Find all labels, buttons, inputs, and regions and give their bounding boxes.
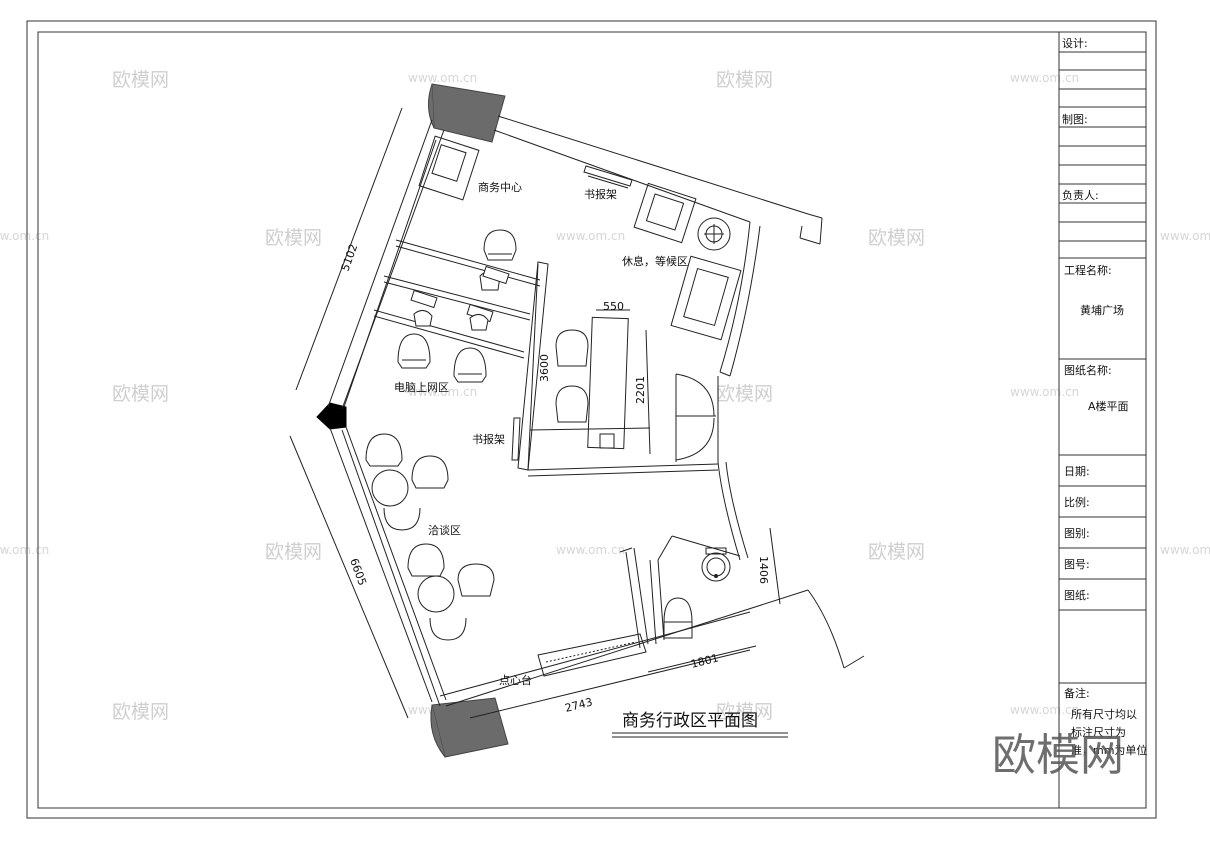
scale-label: 比例: bbox=[1064, 495, 1090, 509]
dimension-1406: 1406 bbox=[757, 556, 770, 584]
column-bottom bbox=[431, 697, 509, 758]
label-negotiation-area: 洽谈区 bbox=[428, 524, 461, 537]
label-newspaper-rack-mid: 书报架 bbox=[472, 432, 505, 446]
dimension-lines bbox=[289, 107, 781, 719]
remarks-line-1: 所有尺寸均以 bbox=[1071, 707, 1137, 721]
watermark-url: www.om.cn bbox=[556, 543, 625, 557]
design-label: 设计: bbox=[1062, 37, 1088, 50]
outer-frame bbox=[26, 20, 1157, 819]
inner-frame bbox=[37, 31, 1147, 809]
dimension-1801: 1801 bbox=[690, 652, 720, 671]
remarks-line-3: 准，mm为单位 bbox=[1071, 743, 1147, 757]
date-label: 日期: bbox=[1064, 465, 1090, 478]
watermark-logo: 欧模网 bbox=[112, 383, 169, 405]
label-rest-waiting-area: 休息，等候区 bbox=[622, 254, 688, 268]
watermark-logo: 欧模网 bbox=[265, 541, 322, 563]
project-name-value: 黄埔广场 bbox=[1080, 303, 1124, 317]
column-corner bbox=[316, 402, 347, 430]
drawing-name-value: A楼平面 bbox=[1088, 399, 1129, 413]
watermark-url: www.om.cn bbox=[1160, 229, 1210, 243]
watermark-url: www.om.cn bbox=[1010, 703, 1079, 717]
responsible-label: 负责人: bbox=[1062, 188, 1099, 202]
watermark-url: www.om.cn bbox=[556, 229, 625, 243]
title-block bbox=[1058, 32, 1146, 808]
watermark-logo: 欧模网 bbox=[716, 701, 773, 723]
paper-label: 图纸: bbox=[1064, 589, 1090, 602]
watermark-logo: 欧模网 bbox=[716, 69, 773, 91]
column-top bbox=[431, 83, 506, 143]
label-internet-area: 电脑上网区 bbox=[394, 381, 449, 394]
watermark-logo: 欧模网 bbox=[868, 227, 925, 249]
drawing-title: 商务行政区平面图 bbox=[622, 711, 758, 731]
watermark-logo: 欧模网 bbox=[112, 69, 169, 91]
watermark-url: www.om.cn bbox=[408, 385, 477, 399]
remarks-line-2: 标注尺寸为 bbox=[1071, 725, 1126, 739]
remarks-label: 备注: bbox=[1064, 686, 1090, 700]
label-newspaper-rack-top: 书报架 bbox=[584, 187, 617, 201]
dimension-550: 550 bbox=[603, 300, 624, 313]
dimension-2201: 2201 bbox=[634, 376, 647, 404]
label-snack-counter: 点心台 bbox=[499, 673, 532, 687]
watermark-logo: 欧模网 bbox=[868, 541, 925, 563]
label-business-center: 商务中心 bbox=[478, 180, 522, 194]
watermark-logo: 欧模网 bbox=[112, 701, 169, 723]
number-label: 图号: bbox=[1064, 558, 1090, 571]
watermark-logo: 欧模网 bbox=[716, 383, 773, 405]
floor-plan bbox=[316, 83, 865, 758]
watermark-logo-large: 欧模网 bbox=[992, 730, 1124, 781]
drawing-label: 制图: bbox=[1062, 113, 1088, 126]
category-label: 图别: bbox=[1064, 527, 1090, 540]
chairs bbox=[365, 229, 589, 641]
drawing-name-label: 图纸名称: bbox=[1064, 363, 1112, 377]
dimension-6605: 6605 bbox=[347, 557, 369, 588]
watermark-url: www.om.cn bbox=[0, 229, 49, 243]
dimension-3600: 3600 bbox=[538, 354, 551, 382]
watermark-url: www.om.cn bbox=[1160, 543, 1210, 557]
watermark-url: www.om.cn bbox=[408, 71, 477, 85]
watermark-layer: 欧模网 欧模网 欧模网 欧模网 欧模网 欧模网 欧模网 欧模网 欧模网 欧模网 … bbox=[0, 69, 1210, 723]
watermark-url: www.om.cn bbox=[1010, 385, 1079, 399]
project-name-label: 工程名称: bbox=[1064, 263, 1112, 277]
watermark-url: www.om.cn bbox=[0, 543, 49, 557]
dimension-2743: 2743 bbox=[564, 696, 594, 715]
watermark-logo: 欧模网 bbox=[265, 227, 322, 249]
watermark-url: www.om.cn bbox=[1010, 71, 1079, 85]
dimension-5102: 5102 bbox=[339, 242, 361, 273]
